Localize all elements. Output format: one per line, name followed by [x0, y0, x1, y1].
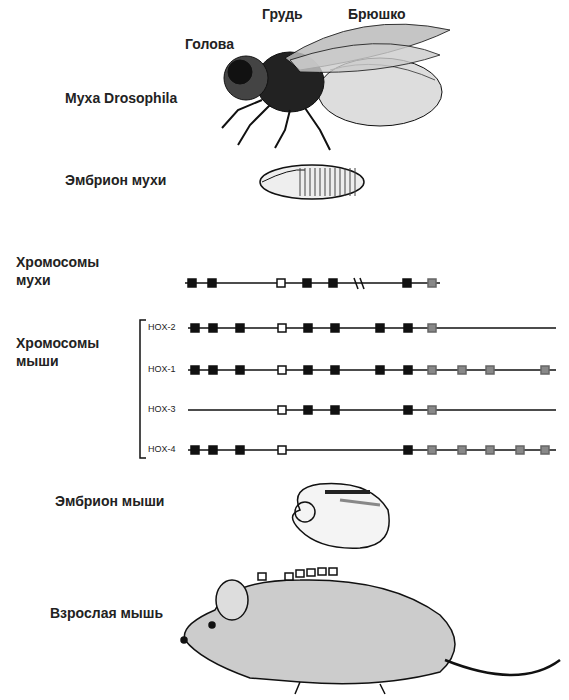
gene-marker [331, 366, 339, 374]
gene-marker [486, 366, 494, 374]
chromosomes [140, 278, 556, 458]
gene-marker [278, 446, 286, 454]
segment-stripe [350, 168, 351, 196]
figure-label: Эмбрион мухи [65, 172, 166, 190]
section-label: Хромосомы мухи [16, 254, 121, 289]
gene-marker [428, 406, 436, 414]
segment-stripe [305, 168, 306, 196]
gene-marker [191, 324, 199, 332]
gene-marker [188, 279, 196, 287]
gene-marker [428, 324, 436, 332]
segment-stripe [300, 168, 301, 196]
part-label: Брюшко [348, 6, 406, 24]
gene-marker [541, 366, 549, 374]
cluster-label: HOX-3 [147, 404, 177, 415]
gene-marker [404, 324, 412, 332]
cluster-label: HOX-2 [147, 322, 177, 333]
mouse-embryo [293, 484, 390, 549]
gene-marker [331, 406, 339, 414]
figure-label: Эмбрион мыши [55, 493, 164, 511]
figure-label: Муха Drosophila [65, 90, 177, 108]
segment-stripe [330, 168, 331, 196]
figure-label: Взрослая мышь [50, 605, 163, 623]
gene-marker [376, 324, 384, 332]
gene-marker [458, 366, 466, 374]
gene-marker [404, 446, 412, 454]
gene-marker [277, 279, 285, 287]
gene-marker [329, 279, 337, 287]
cluster-label: HOX-4 [147, 444, 177, 455]
gene-marker [404, 406, 412, 414]
gene-marker [304, 406, 312, 414]
gene-marker [278, 324, 286, 332]
segment-stripe [315, 168, 316, 196]
gene-marker [236, 324, 244, 332]
segment-stripe [355, 168, 356, 196]
gene-marker [403, 279, 411, 287]
fly-embryo [260, 165, 364, 199]
segment-stripe [325, 168, 326, 196]
fly-drawing [222, 24, 450, 150]
gene-marker [304, 366, 312, 374]
gene-marker [516, 446, 524, 454]
gene-marker [209, 446, 217, 454]
gene-marker [191, 366, 199, 374]
gene-marker [404, 366, 412, 374]
gene-marker [208, 279, 216, 287]
gene-marker [304, 324, 312, 332]
gene-marker [236, 366, 244, 374]
gene-marker [303, 279, 311, 287]
mouse-drawing [181, 568, 560, 694]
section-label: Хромосомы мыши [16, 335, 121, 370]
gene-marker [458, 446, 466, 454]
gene-marker [209, 324, 217, 332]
part-label: Грудь [262, 6, 303, 24]
gene-marker [331, 324, 339, 332]
gene-marker [236, 446, 244, 454]
part-label: Голова [185, 36, 234, 54]
segment-stripe [335, 168, 336, 196]
gene-marker [428, 366, 436, 374]
gene-marker [428, 446, 436, 454]
segment-stripe [340, 168, 341, 196]
gene-marker [278, 406, 286, 414]
gene-marker [376, 366, 384, 374]
segment-stripe [345, 168, 346, 196]
cluster-label: HOX-1 [147, 364, 177, 375]
gene-marker [486, 446, 494, 454]
gene-marker [191, 446, 199, 454]
segment-stripe [320, 168, 321, 196]
gene-marker [428, 279, 436, 287]
gene-marker [278, 366, 286, 374]
gene-marker [209, 366, 217, 374]
gene-marker [541, 446, 549, 454]
segment-stripe [310, 168, 311, 196]
